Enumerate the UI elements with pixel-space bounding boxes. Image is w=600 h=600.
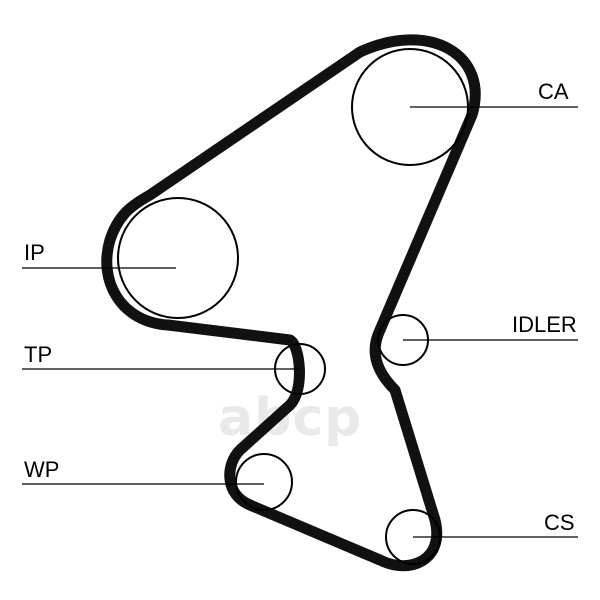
timing-belt [101,34,481,572]
label-cs: CS [544,510,575,535]
label-ip: IP [24,240,45,265]
label-idler: IDLER [512,312,577,337]
label-tp: TP [24,342,53,367]
label-ca: CA [538,79,569,104]
water-pump-pulley [235,453,293,511]
injection-pump-pulley [117,197,239,319]
label-wp: WP [24,457,60,482]
